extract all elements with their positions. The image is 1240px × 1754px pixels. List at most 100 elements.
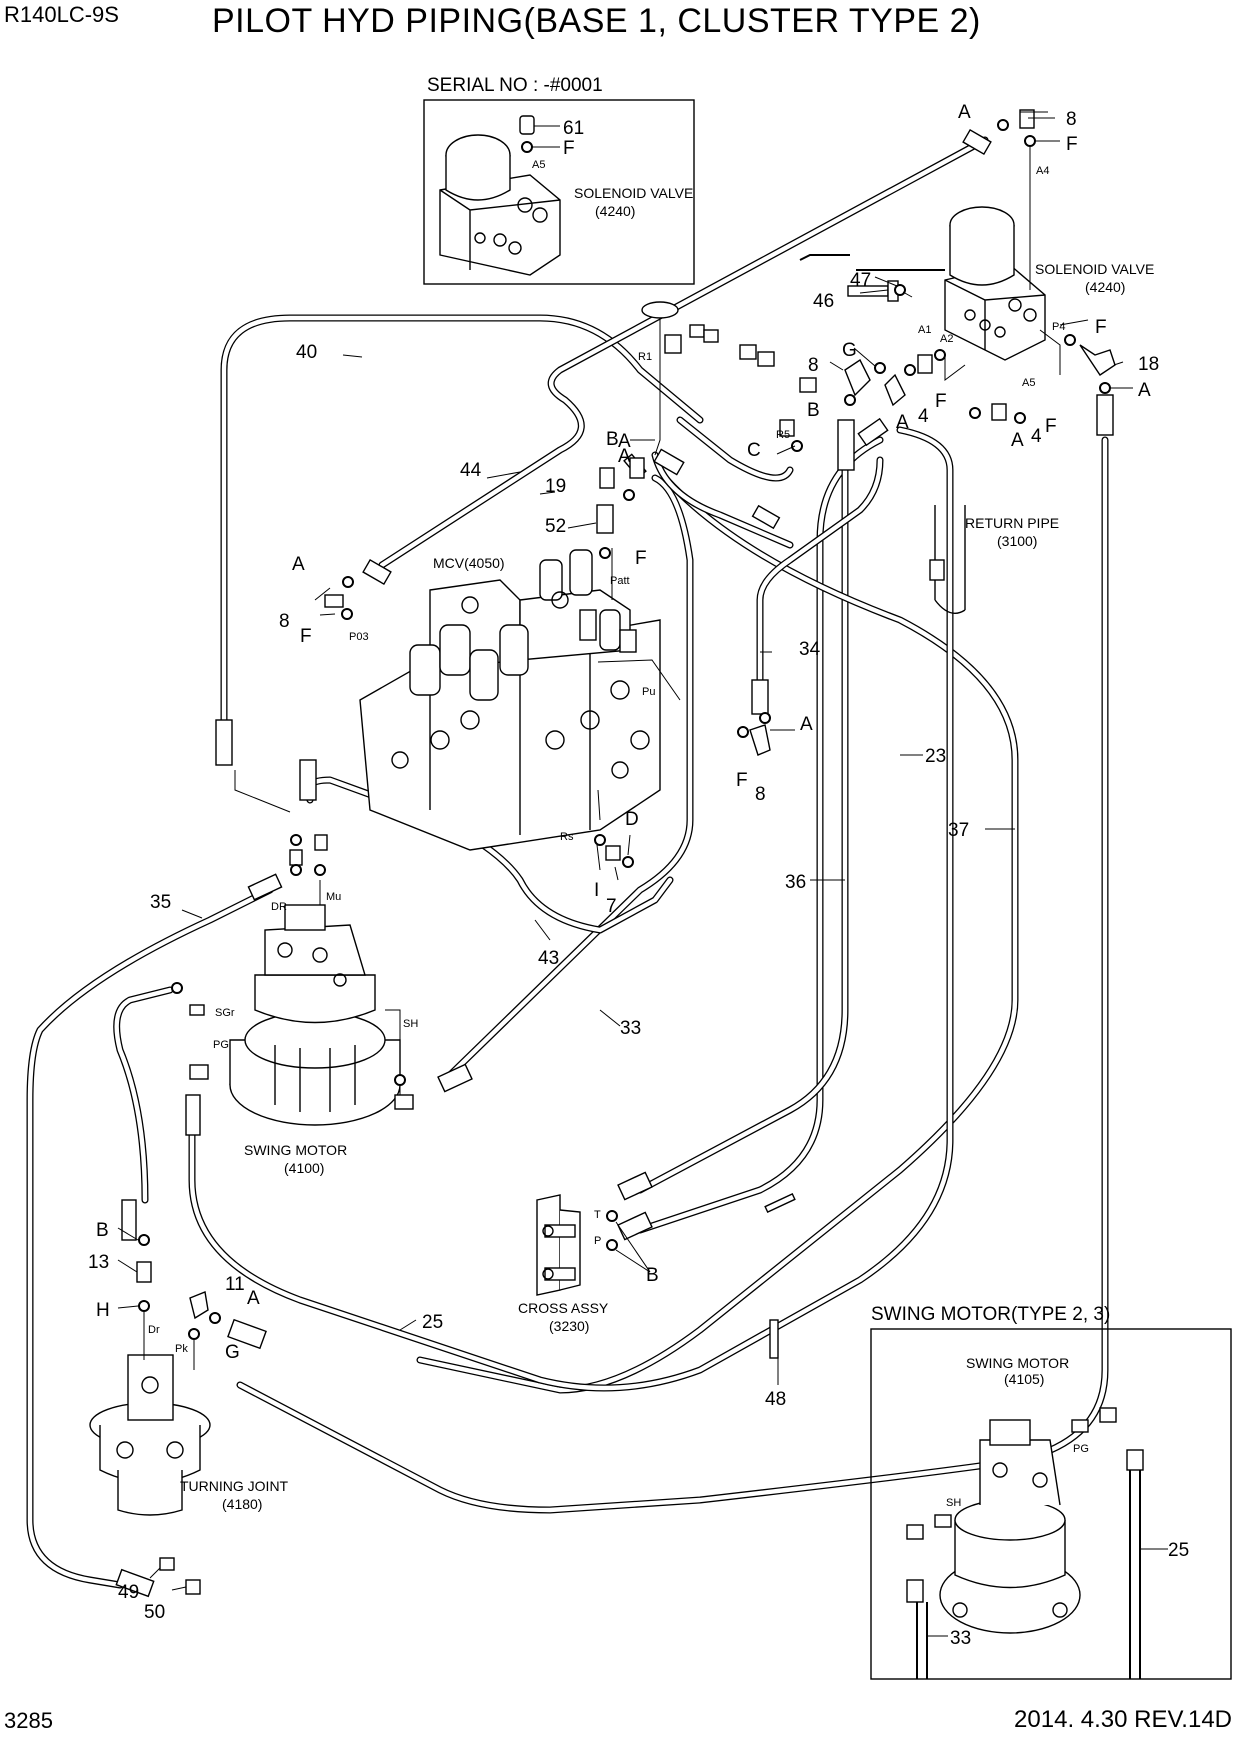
port-sh: SH: [403, 1018, 418, 1030]
port-a5: A5: [1022, 377, 1035, 389]
label-swing-code: (4100): [284, 1160, 324, 1176]
label-cross-assy: CROSS ASSY: [518, 1300, 609, 1316]
callout-11: 11: [225, 1274, 245, 1295]
callout-a-19: A: [618, 446, 631, 467]
port-t: T: [594, 1209, 601, 1221]
callout-a-pu: A: [800, 714, 813, 735]
callout-44: 44: [460, 460, 482, 481]
port-dr: DR: [271, 901, 287, 913]
callout-4-a1: 4: [918, 406, 929, 427]
callout-g-pk: G: [225, 1342, 240, 1363]
callout-35: 35: [150, 892, 171, 913]
label-turning-joint: TURNING JOINT: [180, 1478, 289, 1494]
cross-assy-icon: [536, 1194, 581, 1296]
callout-7: 7: [606, 896, 617, 917]
fitting-11: [189, 1291, 209, 1320]
callout-8-mcv-left: 8: [279, 611, 290, 632]
revision-date: 2014. 4.30 REV.14D: [1014, 1706, 1232, 1733]
callout-37: 37: [948, 820, 969, 841]
callout-4-a5: 4: [1031, 426, 1042, 447]
callout-50: 50: [144, 1602, 165, 1623]
label-return-pipe: RETURN PIPE: [965, 515, 1059, 531]
callout-36: 36: [785, 872, 806, 893]
page-title: PILOT HYD PIPING(BASE 1, CLUSTER TYPE 2): [212, 2, 981, 40]
callout-8-mid: 8: [808, 355, 819, 376]
callout-f-pu: F: [736, 770, 748, 791]
callout-a-mcv-left: A: [292, 554, 305, 575]
fitting-8-top: [1019, 109, 1035, 129]
port-rs: Rs: [560, 831, 574, 843]
washer-47: [894, 284, 906, 296]
page-number: 3285: [4, 1708, 53, 1733]
callout-48: 48: [765, 1389, 786, 1410]
label-solenoid-code: (4240): [1085, 279, 1125, 295]
callout-b-mid: B: [807, 400, 820, 421]
callout-46: 46: [813, 291, 834, 312]
callout-a-mcv-top: A: [618, 431, 631, 452]
turning-joint-icon: [89, 1354, 211, 1516]
callout-a-18: A: [1138, 380, 1151, 401]
callout-g: G: [842, 340, 857, 361]
solenoid-valve-main-icon: [944, 206, 1046, 361]
callout-52: 52: [545, 516, 566, 537]
callout-f-top: F: [1066, 134, 1078, 155]
port-p: P: [594, 1235, 601, 1247]
callout-40: 40: [296, 342, 317, 363]
swing-motor-type2-icon: [939, 1419, 1081, 1634]
callout-19: 19: [545, 476, 566, 497]
leader-lines: [117, 111, 1133, 1591]
callout-c: C: [747, 440, 761, 461]
port-r5: R5: [776, 429, 790, 441]
callout-b-r1: B: [606, 429, 619, 450]
label-turning-code: (4180): [222, 1496, 262, 1512]
port-pg: PG: [213, 1039, 229, 1051]
port-p4: P4: [1052, 321, 1065, 333]
port-patt: Patt: [610, 575, 630, 587]
component-labels: SOLENOID VALVE (4240) MCV(4050) RETURN P…: [180, 261, 1154, 1512]
callout-33: 33: [620, 1018, 641, 1039]
label-mcv: MCV(4050): [433, 555, 505, 571]
tee-19: [599, 467, 615, 489]
plug-50: [185, 1579, 201, 1595]
callout-8-top: 8: [1066, 109, 1077, 130]
callout-a-a1: A: [896, 412, 909, 433]
callout-8-pu: 8: [755, 784, 766, 805]
callout-h: H: [96, 1300, 110, 1321]
fitting-7: [605, 845, 621, 861]
swing-type-label: SWING MOTOR: [966, 1355, 1069, 1371]
serial-solenoid-label: SOLENOID VALVE: [574, 185, 693, 201]
label-swing-motor: SWING MOTOR: [244, 1142, 347, 1158]
callout-49: 49: [118, 1582, 139, 1603]
swing-type-callout-25: 25: [1168, 1540, 1189, 1561]
serial-inset-frame: [423, 99, 695, 285]
port-p03: P03: [349, 631, 369, 643]
callout-13: 13: [88, 1252, 109, 1273]
serial-inset-title: SERIAL NO : -#0001: [427, 75, 603, 96]
fitting-8-mcv: [324, 594, 344, 608]
callout-f-a5: F: [1045, 416, 1057, 437]
mcv-icon: [359, 548, 681, 851]
callout-d: D: [625, 809, 639, 830]
port-labels: A4 A1 A2 P4 A5 R1 R5 P03 Patt Pu Rs Mu D…: [148, 165, 1065, 1355]
port-a4: A4: [1036, 165, 1049, 177]
callout-a-top: A: [958, 102, 971, 123]
callout-b-13: B: [96, 1220, 109, 1241]
swing-type-port-pg: PG: [1073, 1443, 1089, 1455]
hose-fittings: [115, 128, 1114, 1598]
callout-f-mcv-left: F: [300, 626, 312, 647]
callout-25: 25: [422, 1312, 443, 1333]
return-pipe-icon: [929, 505, 966, 614]
callout-i: I: [594, 880, 599, 901]
fitting-8-mid: [844, 358, 871, 397]
callout-43: 43: [538, 948, 559, 969]
swing-motor-icon: [229, 904, 401, 1126]
callout-a-11: A: [247, 1288, 260, 1309]
label-return-code: (3100): [997, 533, 1037, 549]
serial-callout-f: F: [563, 138, 575, 159]
swing-type-code: (4105): [1004, 1371, 1044, 1387]
port-a2: A2: [940, 333, 953, 345]
fitting-49: [159, 1557, 175, 1571]
callout-18: 18: [1138, 354, 1159, 375]
callout-23: 23: [925, 746, 946, 767]
